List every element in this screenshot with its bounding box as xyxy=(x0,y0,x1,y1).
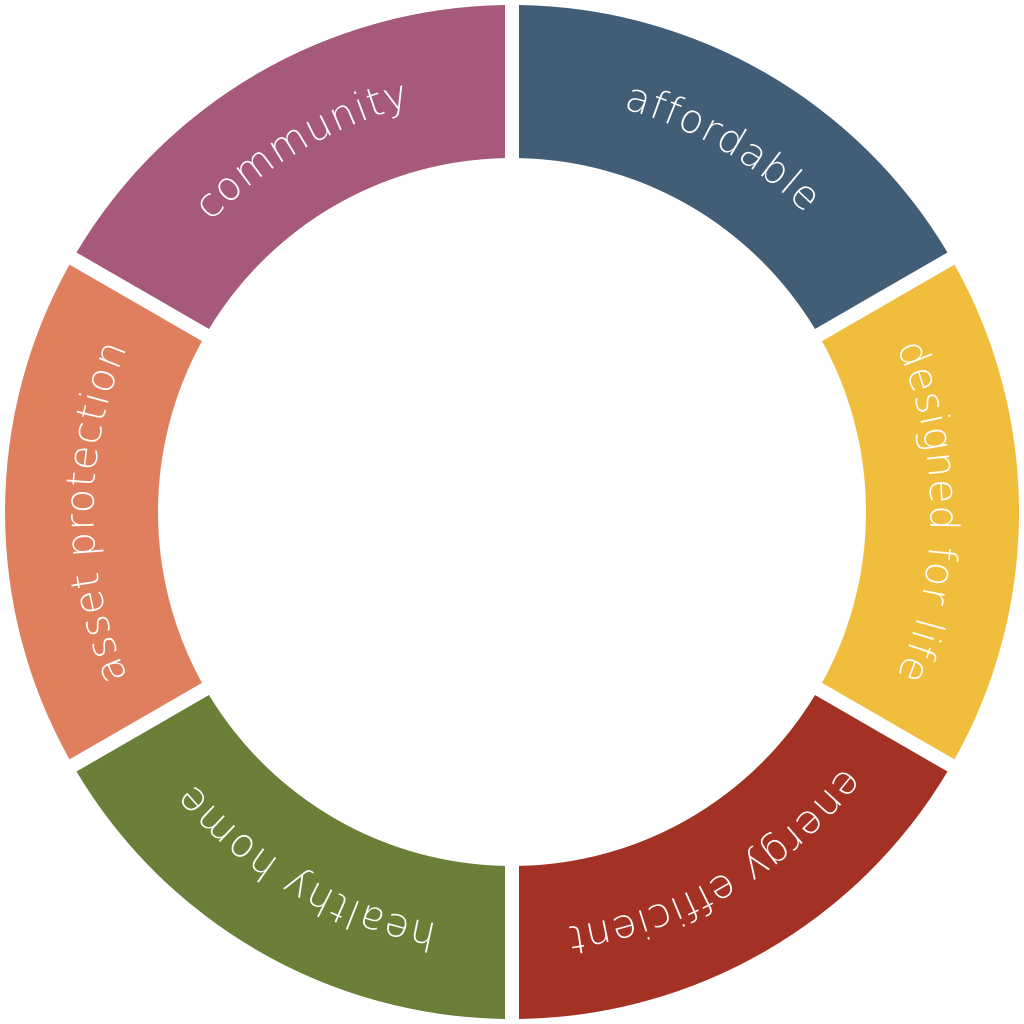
segment-energy-efficient xyxy=(519,695,948,1019)
segment-affordable xyxy=(519,5,948,329)
segment-community xyxy=(76,5,505,329)
ring-segments xyxy=(5,5,1019,1019)
segment-designed-for-life xyxy=(822,264,1019,760)
segment-healthy-home xyxy=(76,695,505,1019)
segment-asset-protection xyxy=(5,264,202,760)
